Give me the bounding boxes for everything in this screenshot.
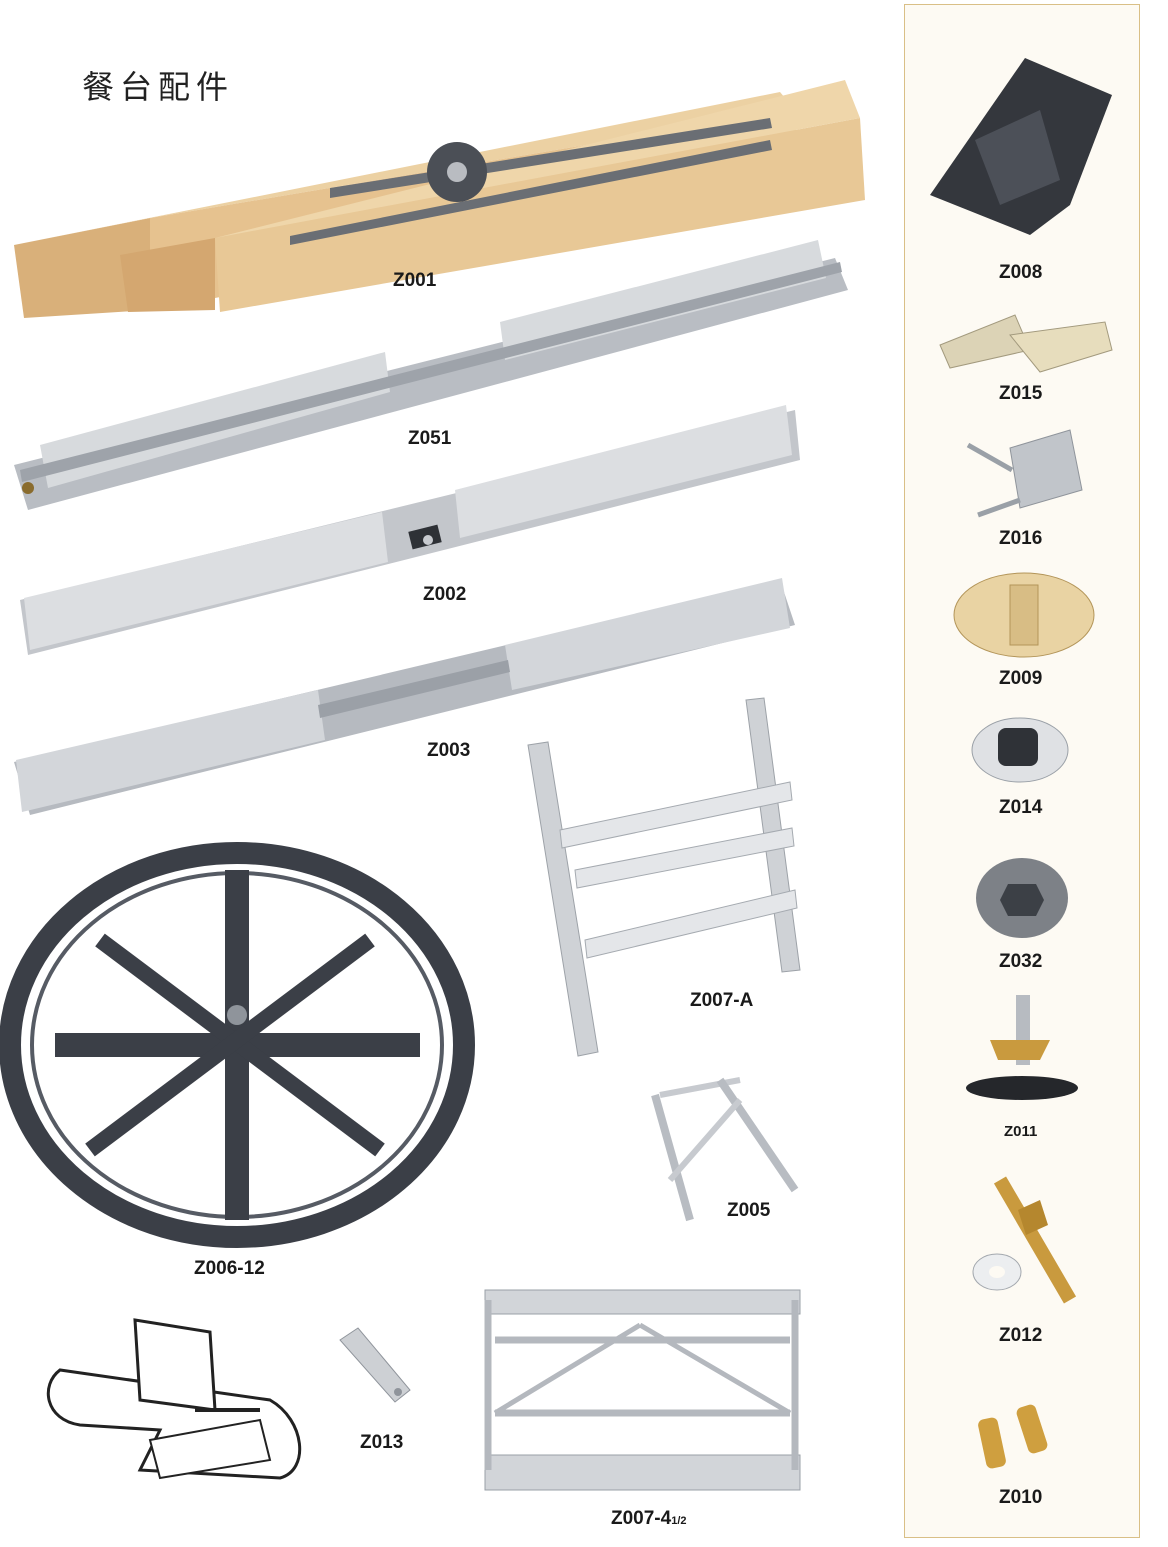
z015-label: Z015 bbox=[999, 383, 1043, 404]
page-title: 餐台配件 bbox=[82, 68, 235, 106]
z011-label: Z011 bbox=[1004, 1123, 1038, 1140]
z007-4-sub: 1/2 bbox=[671, 1515, 687, 1527]
z051-label: Z051 bbox=[408, 428, 452, 449]
z007-4-label: Z007-41/2 bbox=[611, 1508, 687, 1530]
z016-label: Z016 bbox=[999, 528, 1043, 549]
z009-label: Z009 bbox=[999, 668, 1043, 689]
z032-label: Z032 bbox=[999, 951, 1043, 972]
z012-label: Z012 bbox=[999, 1325, 1043, 1346]
z006-label: Z006-12 bbox=[194, 1258, 265, 1279]
z002-label: Z002 bbox=[423, 584, 467, 605]
z008-label: Z008 bbox=[999, 262, 1043, 283]
z003-label: Z003 bbox=[427, 740, 471, 761]
z010-label: Z010 bbox=[999, 1487, 1043, 1508]
z014-label: Z014 bbox=[999, 797, 1043, 818]
z005-label: Z005 bbox=[727, 1200, 771, 1221]
z001-label: Z001 bbox=[393, 270, 437, 291]
z007-4-main: Z007-4 bbox=[611, 1508, 672, 1529]
z013-label: Z013 bbox=[360, 1432, 404, 1453]
z007a-label: Z007-A bbox=[690, 990, 754, 1011]
